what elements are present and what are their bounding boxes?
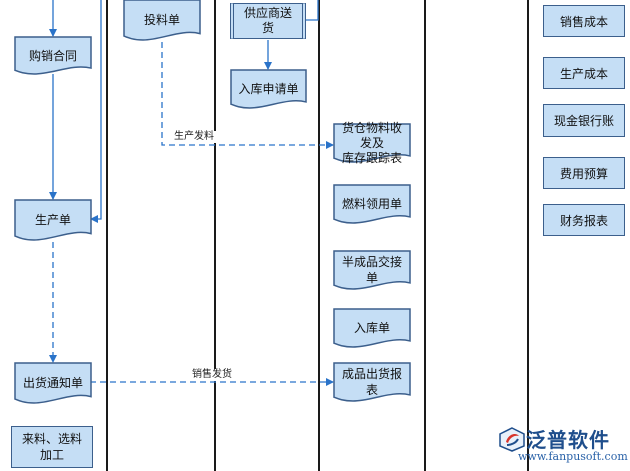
- doc-warehouse-receipt[interactable]: 入库单: [334, 309, 410, 347]
- edge-label-production-issue: 生产发料: [172, 131, 216, 143]
- logo-url: www.fanpusoft.com: [518, 450, 628, 463]
- connector: [90, 0, 102, 223]
- lane-divider: [318, 0, 320, 471]
- box-expense-budget[interactable]: 费用预算: [543, 157, 625, 189]
- doc-label: 燃料领用单: [341, 197, 402, 211]
- box-production-cost[interactable]: 生产成本: [543, 57, 625, 89]
- edge-label-sales-shipment: 销售发货: [190, 369, 234, 381]
- box-cash-bank-account[interactable]: 现金银行账: [543, 104, 625, 137]
- box-label: 销售成本: [559, 14, 608, 29]
- box-financial-report[interactable]: 财务报表: [543, 204, 625, 236]
- doc-production-order[interactable]: 生产单: [15, 200, 91, 240]
- box-sales-cost[interactable]: 销售成本: [543, 5, 625, 37]
- doc-finished-shipping-report[interactable]: 成品出货报表: [334, 363, 410, 401]
- logo-name: 泛普软件: [526, 428, 610, 452]
- lane-divider: [214, 0, 216, 471]
- doc-semi-finished-exchange[interactable]: 半成品交接单: [334, 251, 410, 289]
- doc-label: 购销合同: [28, 48, 77, 63]
- process-label: 来料、选料 加工: [21, 432, 82, 462]
- doc-label: 投料单: [143, 13, 180, 27]
- box-label: 财务报表: [559, 213, 608, 228]
- doc-warehouse-tracking[interactable]: 货仓物料收发及 库存跟踪表: [334, 121, 410, 165]
- doc-fuel-usage[interactable]: 燃料领用单: [334, 185, 410, 223]
- process-supplier-delivery[interactable]: 供应商送 货: [230, 3, 306, 39]
- doc-label: 成品出货报表: [341, 367, 402, 397]
- box-label: 费用预算: [559, 166, 608, 181]
- doc-sales-contract[interactable]: 购销合同: [15, 37, 91, 74]
- brand-logo: 泛普软件: [498, 424, 610, 453]
- doc-label: 入库申请单: [238, 82, 299, 96]
- logo-icon: [499, 426, 525, 452]
- box-label: 现金银行账: [553, 114, 614, 128]
- box-label: 生产成本: [559, 66, 608, 81]
- process-label: 供应商送 货: [243, 6, 292, 35]
- doc-shipping-notice[interactable]: 出货通知单: [15, 363, 91, 403]
- doc-material-issue[interactable]: 投料单: [124, 0, 200, 40]
- process-incoming-processing[interactable]: 来料、选料 加工: [11, 426, 93, 468]
- doc-warehouse-request[interactable]: 入库申请单: [231, 70, 306, 108]
- doc-label: 出货通知单: [22, 376, 83, 390]
- doc-label: 生产单: [34, 213, 71, 227]
- doc-label: 货仓物料收发及 库存跟踪表: [341, 120, 402, 165]
- connector: [161, 42, 334, 149]
- lane-divider: [527, 0, 529, 471]
- doc-label: 半成品交接单: [341, 255, 402, 285]
- doc-label: 入库单: [353, 321, 390, 335]
- lane-divider: [106, 0, 108, 471]
- lane-divider: [424, 0, 426, 471]
